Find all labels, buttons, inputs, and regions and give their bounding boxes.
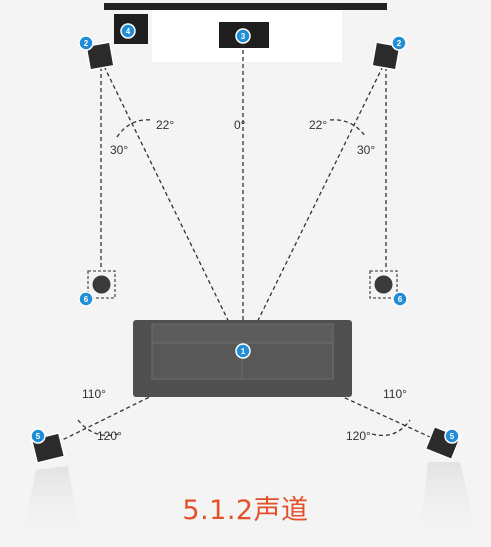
front-right-speaker-icon xyxy=(371,41,401,71)
angle-center: 0° xyxy=(234,118,246,132)
svg-text:3: 3 xyxy=(241,32,246,41)
subwoofer-left-icon xyxy=(87,270,116,299)
angle-left-front-inner: 22° xyxy=(156,118,174,132)
front-left-speaker-icon xyxy=(85,41,115,71)
badge-subwoofer-right: 6 xyxy=(392,291,408,307)
angle-left-surround-upper: 110° xyxy=(82,387,106,401)
svg-text:6: 6 xyxy=(398,295,403,304)
angle-right-front-inner: 22° xyxy=(309,118,327,132)
surround-right-beam xyxy=(418,462,480,547)
badge-tv-side: 4 xyxy=(120,23,136,39)
tv-screen xyxy=(104,3,387,10)
angle-right-surround-upper: 110° xyxy=(383,387,407,401)
angle-right-surround-lower: 120° xyxy=(346,429,371,443)
badge-center: 3 xyxy=(235,28,251,44)
page-title: 5.1.2声道 xyxy=(182,495,309,526)
surround-left-beam xyxy=(20,466,82,547)
svg-text:1: 1 xyxy=(241,347,246,356)
angle-right-front-outer: 30° xyxy=(357,143,375,157)
badge-listener: 1 xyxy=(235,343,251,359)
svg-text:4: 4 xyxy=(126,27,131,36)
svg-text:2: 2 xyxy=(84,39,89,48)
badge-subwoofer-left: 6 xyxy=(78,291,94,307)
angle-left-surround-lower: 120° xyxy=(97,429,122,443)
svg-text:5: 5 xyxy=(450,432,455,441)
subwoofer-right-icon xyxy=(369,270,398,299)
badge-surround-left: 5 xyxy=(30,428,46,444)
angle-left-front-outer: 30° xyxy=(110,143,128,157)
badge-surround-right: 5 xyxy=(444,428,460,444)
badge-front-right: 2 xyxy=(391,35,407,51)
svg-text:2: 2 xyxy=(397,39,402,48)
badge-front-left: 2 xyxy=(78,35,94,51)
svg-text:5: 5 xyxy=(36,432,41,441)
svg-text:6: 6 xyxy=(84,295,89,304)
